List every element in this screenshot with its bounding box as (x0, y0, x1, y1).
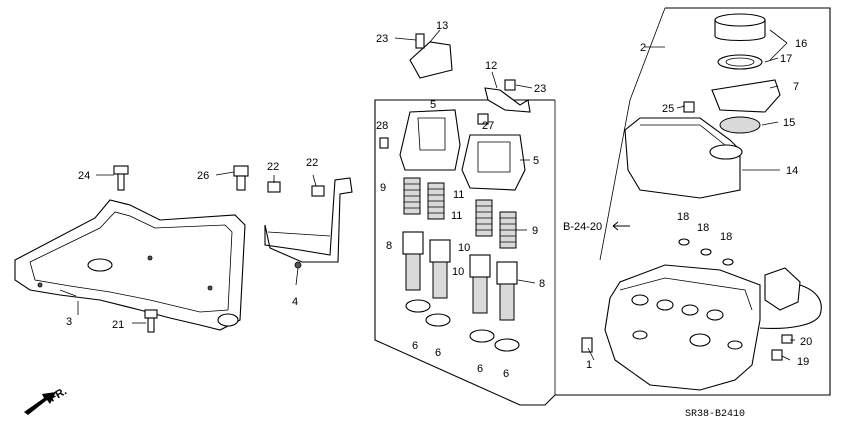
reference-arrow (612, 221, 630, 231)
callout-3: 3 (66, 316, 72, 328)
callout-16: 16 (795, 38, 807, 50)
callout-10-b: 10 (452, 266, 464, 278)
callout-9-b: 9 (532, 225, 538, 237)
callout-20: 20 (800, 336, 812, 348)
callout-17: 17 (780, 53, 792, 65)
o-rings (405, 299, 520, 352)
callout-11-a: 11 (453, 189, 464, 201)
callout-18-b: 18 (697, 222, 709, 234)
upper-brackets (409, 33, 531, 113)
callout-5-a: 5 (430, 99, 436, 111)
modulator-body (581, 264, 822, 391)
callout-12: 12 (485, 60, 497, 72)
modulator-caps (379, 109, 526, 191)
sensor-bracket (264, 177, 353, 269)
callout-2: 2 (640, 42, 646, 54)
callout-26: 26 (197, 170, 209, 182)
callout-8-a: 8 (386, 240, 392, 252)
callout-24: 24 (78, 170, 90, 182)
callout-15: 15 (783, 117, 795, 129)
callout-11-b: 11 (451, 210, 462, 222)
callout-23-a: 23 (376, 33, 388, 45)
main-group-frame (374, 7, 831, 406)
solenoid-valves (402, 231, 518, 321)
callout-21: 21 (112, 319, 124, 331)
callout-1: 1 (586, 359, 592, 371)
springs (403, 177, 517, 249)
callout-27: 27 (482, 120, 494, 132)
mounting-bracket (14, 199, 246, 331)
callout-14: 14 (786, 165, 798, 177)
callout-10-a: 10 (458, 242, 470, 254)
leader-lines (59, 29, 795, 361)
drawing-code: SR38-B2410 (685, 409, 745, 420)
callout-6-a: 6 (412, 340, 418, 352)
callout-4: 4 (292, 296, 298, 308)
callout-7: 7 (793, 81, 799, 93)
washers (678, 238, 734, 266)
callout-18-a: 18 (677, 211, 689, 223)
callout-6-b: 6 (435, 347, 441, 359)
callout-28: 28 (376, 120, 388, 132)
front-arrow-icon (24, 392, 56, 415)
callout-13: 13 (436, 20, 448, 32)
callout-23-b: 23 (534, 83, 546, 95)
callout-6-d: 6 (503, 368, 509, 380)
callout-8-b: 8 (539, 278, 545, 290)
reference-label: B-24-20 (563, 221, 602, 233)
callout-9-a: 9 (380, 182, 386, 194)
callout-6-c: 6 (477, 363, 483, 375)
reservoir-assembly (624, 13, 781, 199)
callout-5-b: 5 (533, 155, 539, 167)
callout-25: 25 (662, 103, 674, 115)
callout-18-c: 18 (720, 231, 732, 243)
callout-22-a: 22 (267, 161, 279, 173)
callout-19: 19 (797, 356, 809, 368)
callout-labels: 1 2 3 4 5 5 6 6 6 6 7 8 8 9 9 10 10 11 1… (66, 20, 812, 380)
front-label: FR. (48, 385, 69, 404)
callout-22-b: 22 (306, 157, 318, 169)
bolts-left (113, 165, 325, 333)
reservoir-group-frame (599, 7, 666, 261)
